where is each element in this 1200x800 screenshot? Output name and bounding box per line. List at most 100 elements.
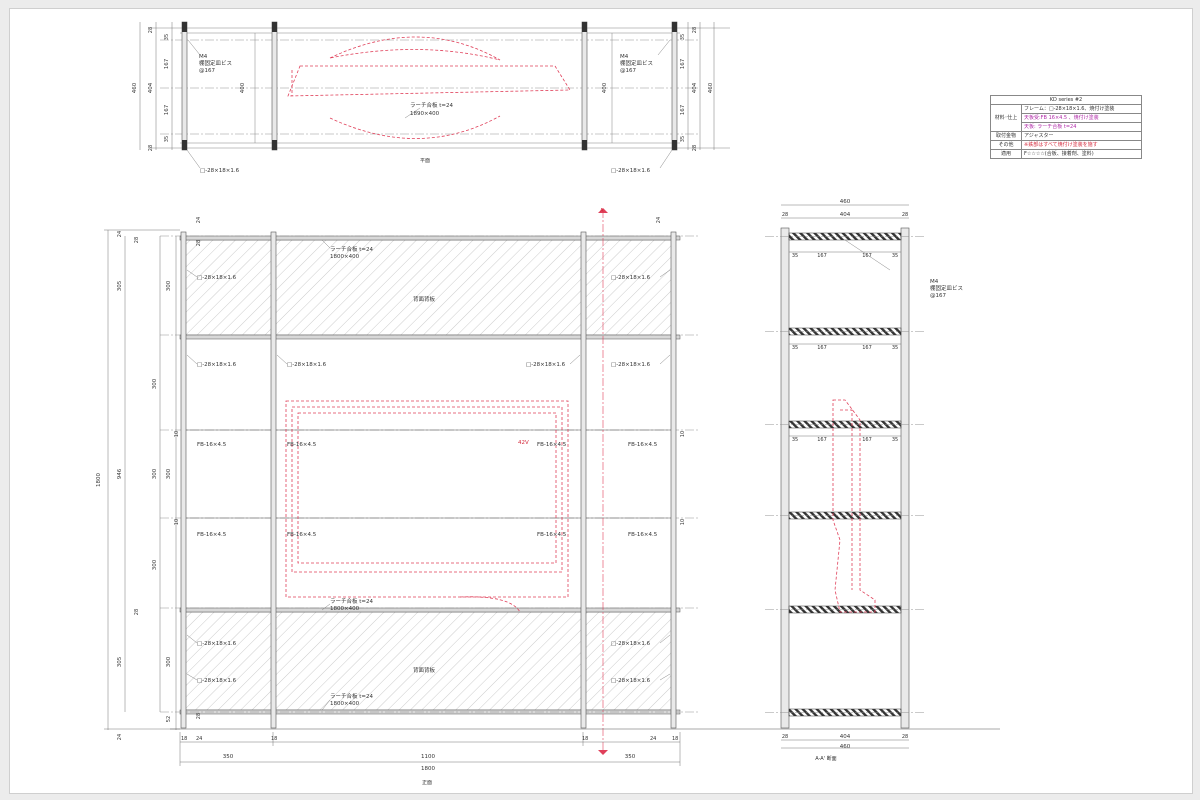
plan-dim-167-right-a: 167 — [680, 58, 686, 69]
section-dim-167b-3: 167 — [862, 437, 872, 443]
front-dim-300-a: 300 — [166, 280, 172, 291]
spec-value-2-1: アジャスター — [1021, 131, 1142, 141]
front-dim-28-c: 28 — [196, 240, 202, 246]
front-pipe-label-9: □-28×18×1.6 — [197, 678, 237, 684]
section-dim-35b-2: 35 — [892, 345, 898, 351]
section-dim-28-br: 28 — [902, 734, 908, 740]
section-dim-167b-2: 167 — [862, 345, 872, 351]
plan-dim-35-right-b: 35 — [680, 136, 686, 142]
front-pipe-label-2: □-28×18×1.6 — [611, 275, 651, 281]
front-dim-24-c: 24 — [196, 217, 202, 223]
front-back-panel-upper: 背面背板 — [413, 295, 436, 303]
front-dim-middle: 946 — [117, 468, 123, 479]
plan-dim-400-left: 400 — [240, 82, 246, 93]
front-dim-52: 52 — [166, 716, 172, 722]
section-dim-460-top: 460 — [840, 199, 851, 205]
plan-top-label: ラーチ合板 t=24 — [410, 101, 454, 109]
front-dim-lower: 305 — [117, 656, 123, 667]
spec-table: KD series #2 材料･仕上フレーム：□-28×18×1.6、焼付け塗装… — [990, 95, 1142, 159]
front-dim-10-d: 10 — [680, 519, 686, 525]
section-dim-28-tr: 28 — [902, 212, 908, 218]
spec-title: KD series #2 — [990, 95, 1142, 105]
front-dim-total-height: 1800 — [96, 473, 102, 487]
front-top-panel-size: 1800×400 — [330, 254, 360, 260]
front-dim-10-b: 10 — [174, 519, 180, 525]
section-dim-28-bl: 28 — [782, 734, 788, 740]
section-dim-460-bottom: 460 — [840, 744, 851, 750]
front-dim-300-d: 300 — [152, 559, 158, 570]
front-dim-300-e: 300 — [166, 656, 172, 667]
front-title: 正面 — [422, 780, 432, 786]
front-dim-18-c: 18 — [582, 736, 588, 742]
front-bottom-panel-size: 1800×400 — [330, 701, 360, 707]
plan-dim-167-left-a: 167 — [164, 58, 170, 69]
plan-dim-28-left-a: 28 — [148, 27, 154, 33]
front-dim-350-left: 350 — [223, 754, 234, 760]
front-bottom-panel-label: ラーチ合板 t=24 — [330, 692, 374, 700]
front-pipe-label-10: □-28×18×1.6 — [611, 678, 651, 684]
section-marker-top: A — [600, 208, 604, 214]
spec-value-4-1: F☆☆☆☆(合板、接着剤、塗料) — [1021, 149, 1142, 159]
front-dim-300-b: 300 — [152, 378, 158, 389]
section-dim-167a-3: 167 — [817, 437, 827, 443]
spec-label-2: 取付金物 — [990, 131, 1022, 141]
front-pipe-label-4: □-28×18×1.6 — [287, 362, 327, 368]
front-back-panel-lower: 背面背板 — [413, 666, 436, 674]
front-mid-panel-size: 1800×400 — [330, 606, 360, 612]
front-fb-label-2: FB-16×4.5 — [287, 442, 317, 448]
spec-value-1-3: 天板: ラーチ合板 t=24 — [1021, 122, 1142, 132]
section-dim-35-3: 35 — [792, 437, 798, 443]
front-dim-18-a: 18 — [181, 736, 187, 742]
front-dim-350-right: 350 — [625, 754, 636, 760]
front-dim-28-d: 28 — [196, 713, 202, 719]
front-dim-24-b: 24 — [117, 734, 123, 740]
front-fb-label-7: FB-16×4.5 — [537, 532, 567, 538]
plan-dim-167-left-b: 167 — [164, 104, 170, 115]
plan-dim-167-right-b: 167 — [680, 104, 686, 115]
front-dim-upper: 305 — [117, 280, 123, 291]
front-pipe-label-8: □-28×18×1.6 — [611, 641, 651, 647]
front-fb-label-1: FB-16×4.5 — [197, 442, 227, 448]
front-top-panel-label: ラーチ合板 t=24 — [330, 245, 374, 253]
plan-dim-28-right-b: 28 — [692, 145, 698, 151]
front-dim-28-a: 28 — [134, 237, 140, 243]
spec-value-3-1: ※鉄部はすべて焼付け塗装を施す — [1021, 140, 1142, 150]
front-fb-label-5: FB-16×4.5 — [197, 532, 227, 538]
front-dim-24-d: 24 — [656, 217, 662, 223]
section-dim-167a-1: 167 — [817, 253, 827, 259]
front-dim-300-f: 300 — [166, 468, 172, 479]
plan-title: 平面 — [420, 158, 430, 164]
front-dim-300-c: 300 — [152, 468, 158, 479]
spec-label-3: その他 — [990, 140, 1022, 150]
section-title: A-A' 断面 — [815, 755, 836, 762]
front-pipe-label-7: □-28×18×1.6 — [197, 641, 237, 647]
section-dim-28-tl: 28 — [782, 212, 788, 218]
tv-size-label: 42V — [518, 440, 529, 446]
front-fb-label-8: FB-16×4.5 — [628, 532, 658, 538]
front-dim-1800: 1800 — [421, 766, 435, 772]
plan-dim-404-left: 404 — [148, 82, 154, 93]
front-dim-28-b: 28 — [134, 609, 140, 615]
plan-dim-400-right: 400 — [602, 82, 608, 93]
spec-label-1: 材料･仕上 — [990, 104, 1022, 132]
section-dim-35-1: 35 — [792, 253, 798, 259]
front-pipe-label-3: □-28×18×1.6 — [197, 362, 237, 368]
section-dim-35b-3: 35 — [892, 437, 898, 443]
front-dim-24-a: 24 — [117, 231, 123, 237]
plan-dim-35-left-a: 35 — [164, 34, 170, 40]
front-mid-panel-label: ラーチ合板 t=24 — [330, 597, 374, 605]
plan-view — [139, 21, 730, 169]
plan-dim-460-right: 460 — [708, 82, 714, 93]
spec-value-1-2: 天板受:FB 16×4.5 、焼付け塗装 — [1021, 113, 1142, 123]
front-dim-1100: 1100 — [421, 754, 435, 760]
section-view — [765, 204, 925, 749]
section-dim-167b-1: 167 — [862, 253, 872, 259]
plan-dim-35-right-a: 35 — [680, 34, 686, 40]
front-fb-label-4: FB-16×4.5 — [628, 442, 658, 448]
front-fb-label-6: FB-16×4.5 — [287, 532, 317, 538]
spec-value-1-1: フレーム：□-28×18×1.6、焼付け塗装 — [1021, 104, 1142, 114]
